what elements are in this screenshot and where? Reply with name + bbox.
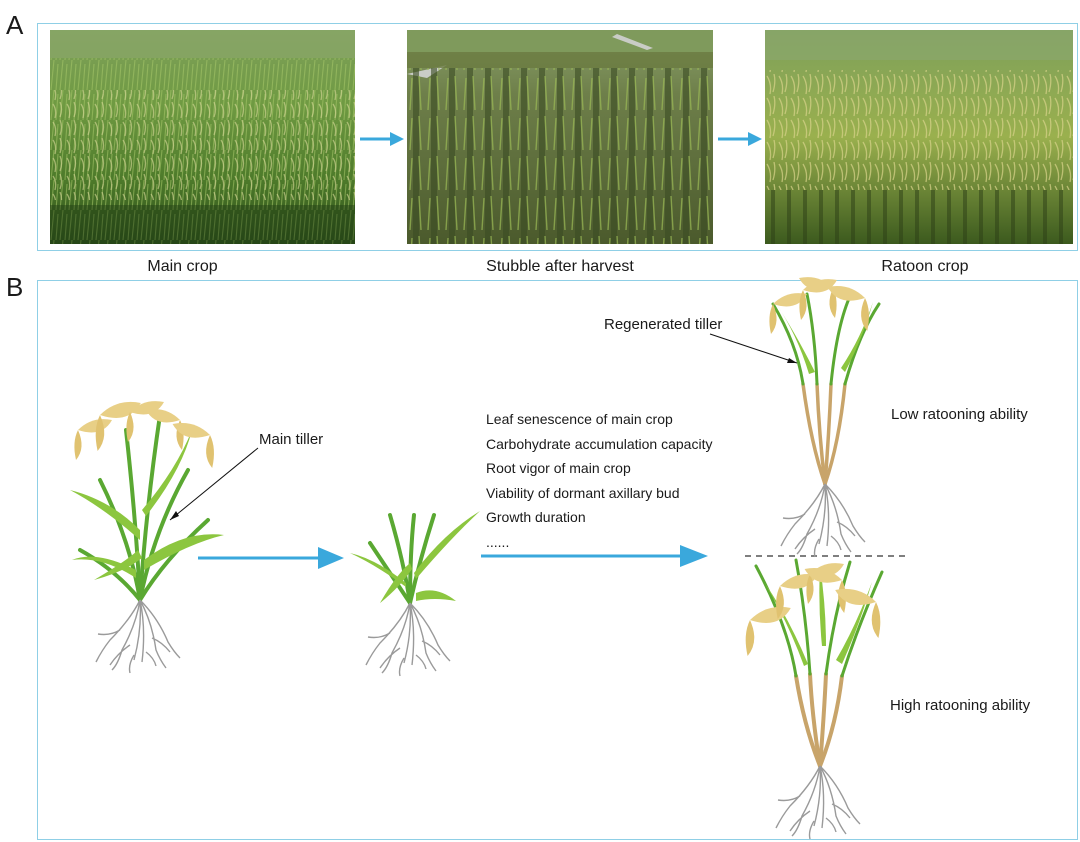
high-ratooning-label: High ratooning ability <box>890 697 1031 714</box>
panel-b-letter: B <box>6 272 24 302</box>
main-tiller-label: Main tiller <box>259 431 324 448</box>
panel-a-frame <box>37 23 1078 251</box>
main-crop-plant <box>70 401 224 674</box>
arrow-b2 <box>481 545 708 567</box>
caption-main-crop: Main crop <box>147 258 218 275</box>
main-tiller-pointer <box>169 447 259 521</box>
panel-b-frame <box>37 280 1078 840</box>
factor-item: Viability of dormant axillary bud <box>486 484 680 501</box>
high-ratooning-plant <box>745 558 884 840</box>
low-ratooning-label: Low ratooning ability <box>891 406 1028 423</box>
arrow-a2 <box>718 132 762 146</box>
low-ratooning-plant <box>769 277 881 558</box>
caption-stubble: Stubble after harvest <box>486 258 634 275</box>
factor-item: Leaf senescence of main crop <box>486 411 673 427</box>
factor-list: Leaf senescence of main crop Carbohydrat… <box>486 407 712 555</box>
panel-a-letter: A <box>6 10 24 40</box>
arrow-a1 <box>360 132 404 146</box>
regenerated-tiller-label: Regenerated tiller <box>604 316 723 333</box>
main-crop-photo <box>50 30 355 244</box>
factor-item: Root vigor of main crop <box>486 460 631 477</box>
stubble-plant <box>350 511 480 677</box>
arrow-b1 <box>198 547 344 569</box>
regenerated-tiller-pointer <box>709 333 798 364</box>
factor-item: Growth duration <box>486 509 586 526</box>
caption-ratoon-crop: Ratoon crop <box>881 258 969 275</box>
ratoon-crop-photo <box>765 30 1073 244</box>
factor-item: ...... <box>486 533 510 550</box>
stubble-photo <box>407 30 713 244</box>
factor-item: Carbohydrate accumulation capacity <box>486 435 713 452</box>
